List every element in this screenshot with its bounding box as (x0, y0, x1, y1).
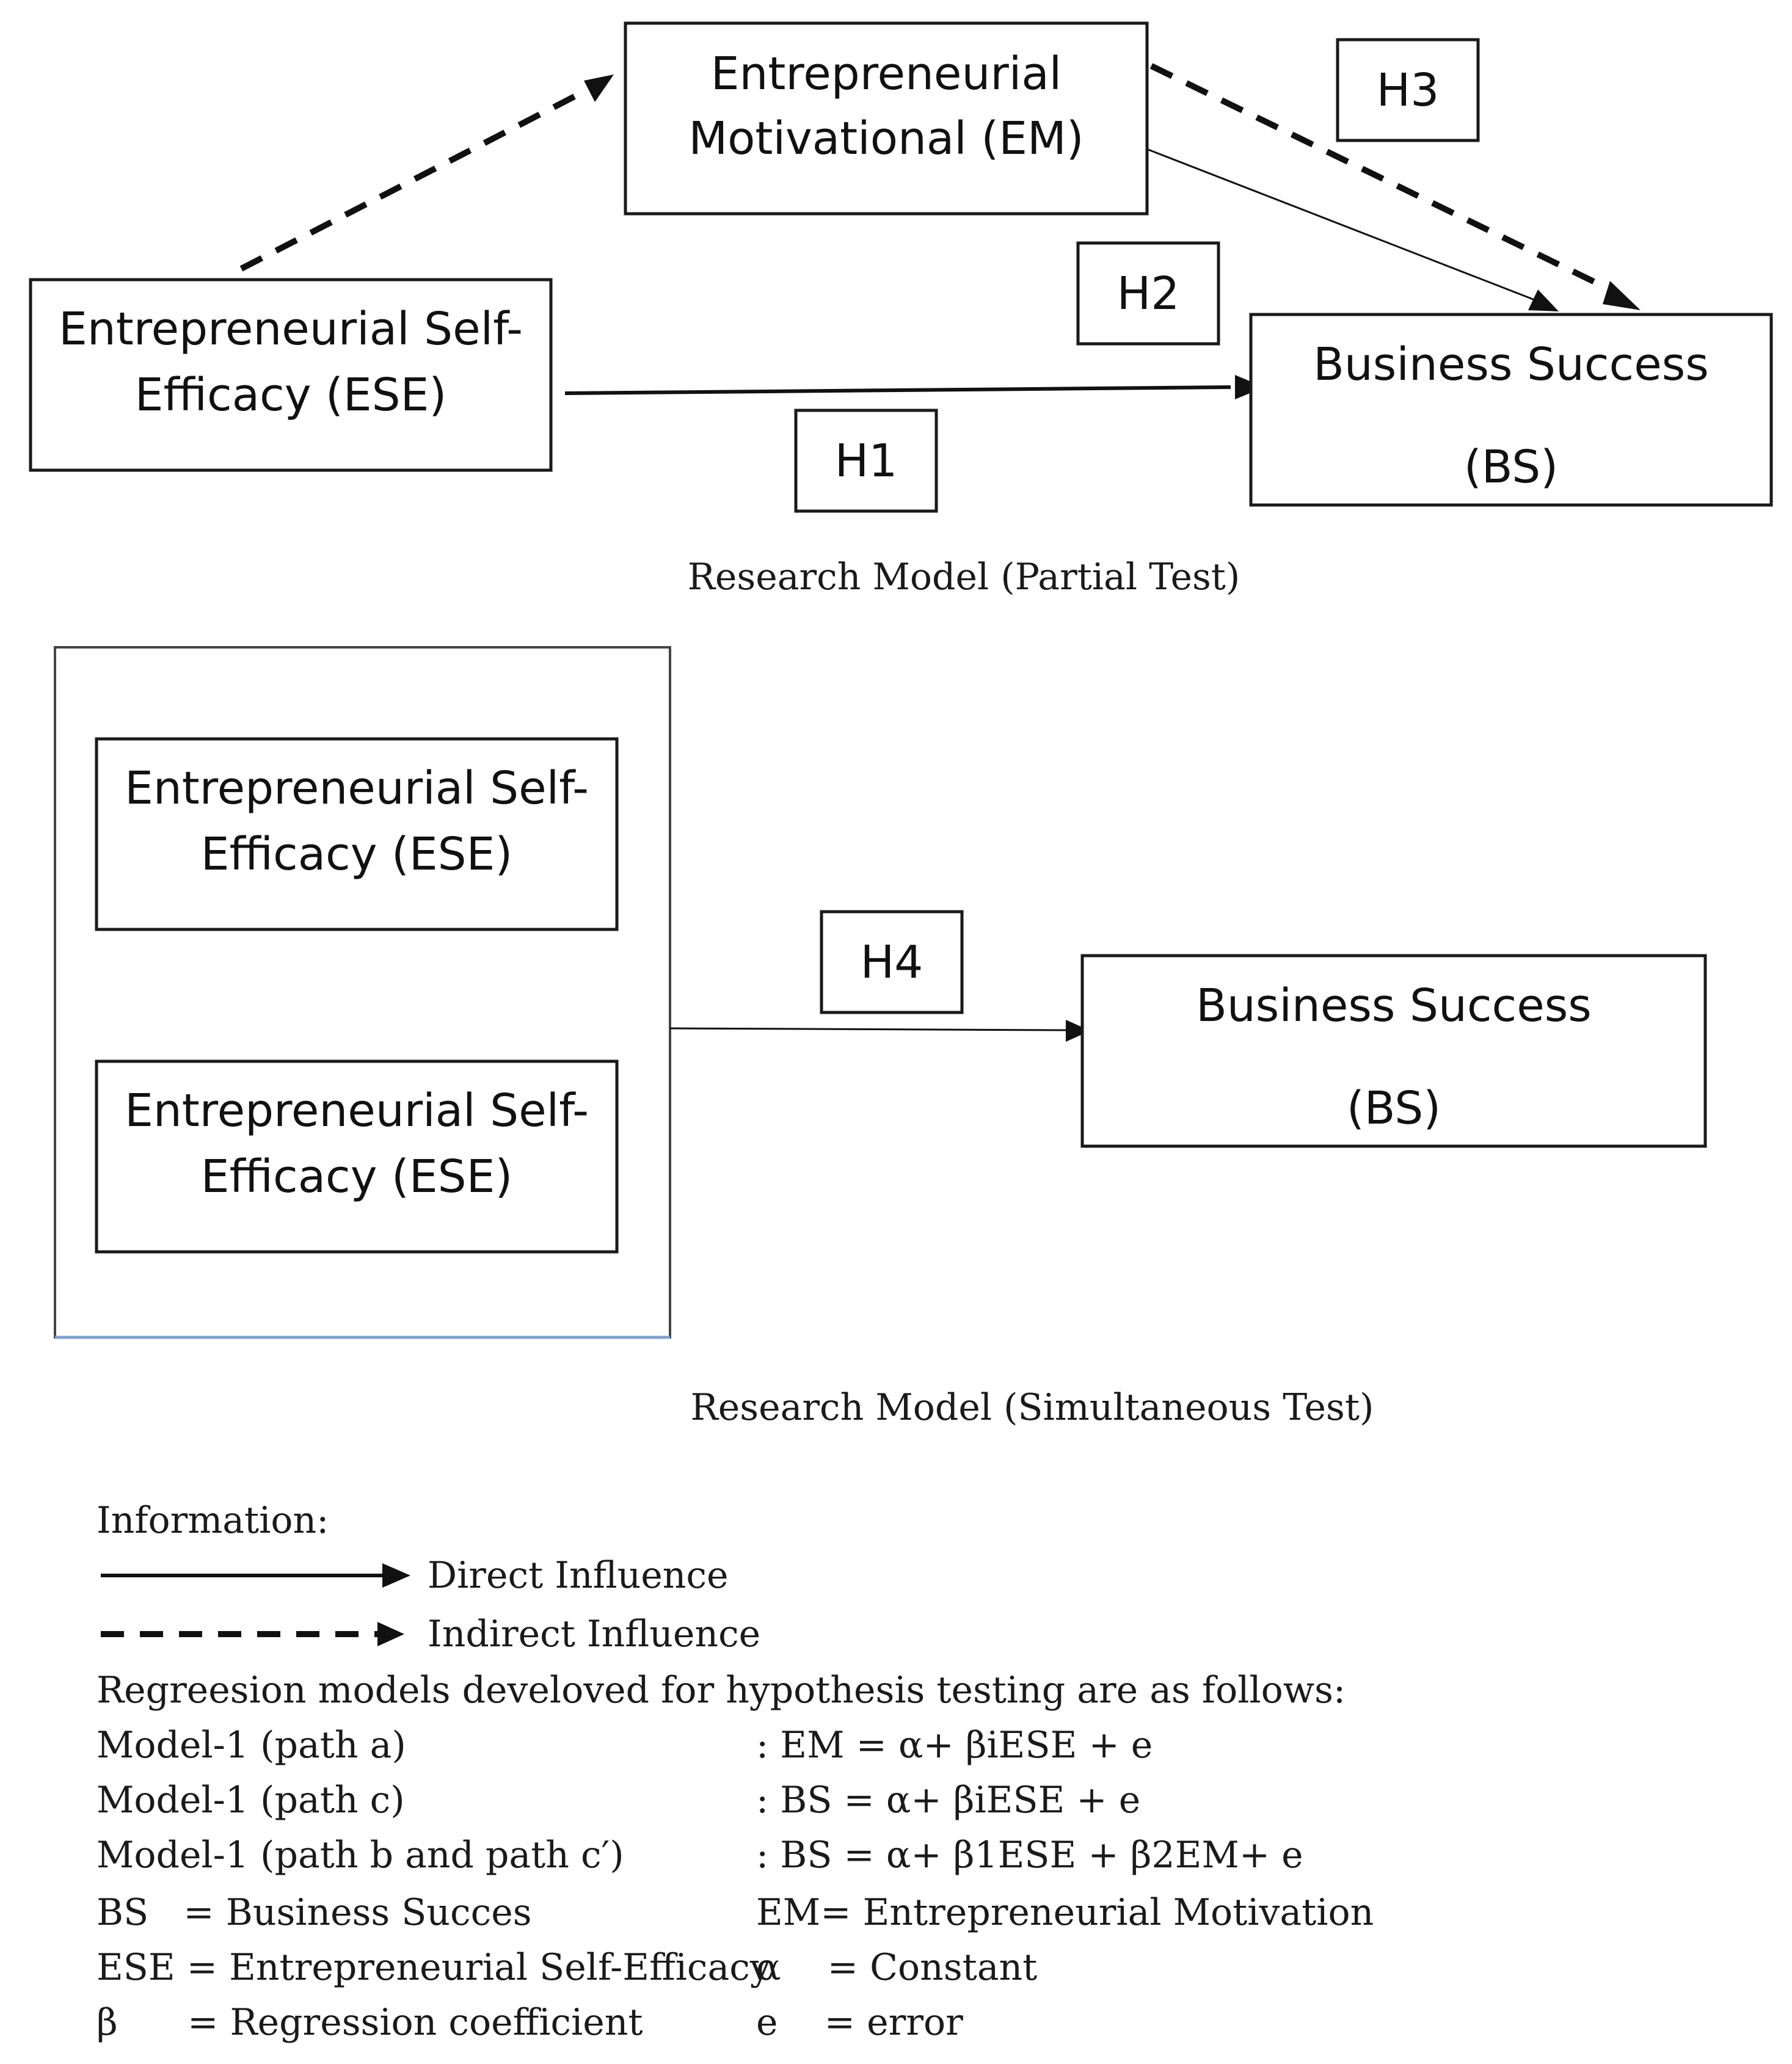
node-em-label-line2: Motivational (EM) (688, 112, 1084, 165)
node-ese-label-line2: Efficacy (ESE) (135, 369, 447, 421)
legend-direct-label: Direct Influence (428, 1554, 729, 1597)
edge-em-to-bs-dashed (1149, 63, 1614, 294)
hypothesis-h4-label: H4 (861, 936, 923, 989)
model-equation: : EM = α+ βiESE + e (756, 1724, 1153, 1767)
model-equation: : BS = α+ β1ESE + β2EM+ e (756, 1834, 1303, 1877)
model-equation: : BS = α+ βiESE + e (756, 1779, 1140, 1822)
node-em-box (624, 21, 1149, 216)
edge-em-to-bs-direct (1148, 148, 1537, 302)
legend-direct-arrowhead (382, 1563, 410, 1588)
hypothesis-h2-label: H2 (1117, 267, 1180, 320)
definition-left: β = Regression coefficient (97, 2001, 643, 2044)
edge-group-to-bs (669, 1027, 1066, 1031)
hypothesis-h1-label: H1 (835, 435, 898, 487)
hypothesis-h3-label: H3 (1377, 64, 1440, 117)
legend-indirect-label: Indirect Influence (428, 1613, 760, 1655)
node-em-label-line1: Entrepreneurial (711, 48, 1062, 100)
node-bs-box (1249, 313, 1773, 507)
node-ese-top-box (95, 737, 619, 931)
node-bs-simultaneous-box (1080, 954, 1707, 1148)
arrowhead-ese-to-em (584, 74, 614, 102)
model-label: Model-1 (path a) (97, 1724, 406, 1767)
arrowhead-em-to-bs-dashed (1603, 281, 1641, 310)
hypothesis-h2-box (1076, 241, 1220, 346)
simultaneous-model: Entrepreneurial Self- Efficacy (ESE) Ent… (54, 646, 1707, 1429)
definition-left: BS = Business Succes (97, 1891, 532, 1934)
node-bs-label-line2: (BS) (1464, 441, 1558, 493)
regression-intro: Regreesion models develoved for hypothes… (97, 1669, 1346, 1712)
definition-right: e = error (756, 2001, 963, 2044)
simultaneous-model-caption: Research Model (Simultaneous Test) (691, 1386, 1374, 1429)
definition-right: α = Constant (756, 1946, 1037, 1989)
definition-left: ESE = Entrepreneurial Self-Efficacy (97, 1946, 771, 1989)
hypothesis-h3-box (1336, 38, 1480, 142)
hypothesis-h1-box (794, 409, 938, 513)
node-ese-box (29, 278, 553, 472)
arrowhead-group-to-bs (1066, 1020, 1090, 1042)
information-heading: Information: (97, 1499, 329, 1542)
node-ese-bottom-label-line2: Efficacy (ESE) (201, 1150, 513, 1203)
node-ese-bottom-box (95, 1059, 619, 1254)
partial-model: Entrepreneurial Motivational (EM) Entrep… (29, 21, 1773, 598)
node-bs-simultaneous-label-line1: Business Success (1196, 979, 1592, 1032)
partial-model-caption: Research Model (Partial Test) (688, 556, 1240, 598)
node-ese-label-line1: Entrepreneurial Self- (59, 303, 523, 355)
model-label: Model-1 (path b and path c′) (97, 1834, 624, 1877)
node-bs-label-line1: Business Success (1313, 338, 1709, 391)
edge-ese-to-em (239, 87, 588, 272)
edge-ese-to-bs (564, 385, 1231, 395)
node-bs-simultaneous-label-line2: (BS) (1347, 1082, 1441, 1135)
definition-right: EM= Entrepreneurial Motivation (756, 1891, 1374, 1934)
model-label: Model-1 (path c) (97, 1779, 405, 1822)
legend-indirect-arrowhead (377, 1622, 404, 1646)
hypothesis-h4-box (820, 910, 964, 1014)
information-section: Information: Direct Influence Indirect I… (97, 1499, 1374, 2044)
arrowhead-em-to-bs-direct (1528, 289, 1559, 311)
node-ese-bottom-label-line1: Entrepreneurial Self- (125, 1085, 589, 1137)
node-ese-top-label-line2: Efficacy (ESE) (201, 828, 513, 881)
node-ese-top-label-line1: Entrepreneurial Self- (125, 762, 589, 815)
